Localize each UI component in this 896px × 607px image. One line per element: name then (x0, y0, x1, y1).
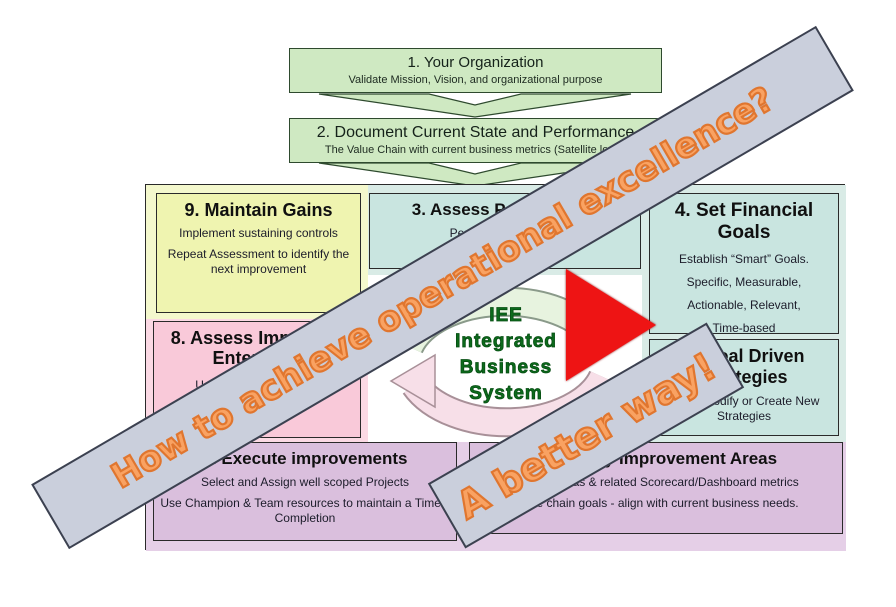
cell-maintain-gains: 9. Maintain Gains Implement sustaining c… (156, 193, 361, 313)
cell-title: 7. Execute improvements (202, 449, 408, 468)
down-arrow-icon (289, 93, 662, 118)
flow-box-title: 2. Document Current State and Performanc… (316, 124, 635, 141)
cell-line: Actionable, Relevant, (687, 298, 801, 312)
cell-identify-improvement-areas: 6. Identify Improvement Areas Identify a… (469, 442, 843, 534)
iee-line: Business (459, 357, 553, 379)
cell-line: Repeat Assessment to identify the next i… (167, 247, 350, 276)
cell-title: 9. Maintain Gains (184, 200, 333, 220)
cell-line: Value chain goals - align with current b… (513, 496, 799, 510)
flow-box-subtitle: The Value Chain with current business me… (324, 144, 627, 156)
flow-box-document-current-state: 2. Document Current State and Performanc… (289, 118, 662, 163)
iee-line: IEE (489, 305, 523, 327)
cell-set-financial-goals: 4. Set Financial Goals Establish “Smart”… (649, 193, 839, 335)
flow-box-subtitle: Validate Mission, Vision, and organizati… (348, 74, 603, 86)
iee-line: System (469, 383, 543, 405)
cell-line: Time-based (712, 321, 776, 335)
cell-line: Use Champion & Team resources to maintai… (160, 496, 450, 525)
iee-system-label: IEE Integrated Business System (369, 303, 643, 407)
cell-line: Establish “Smart” Goals. (678, 252, 810, 266)
flow-box-your-organization: 1. Your Organization Validate Mission, V… (289, 48, 662, 93)
cell-line: Specific, Measurable, (686, 275, 802, 289)
cell-line: Select and Assign well scoped Projects (200, 475, 410, 489)
cell-title: 4. Set Financial Goals (674, 200, 814, 243)
iee-line: Integrated (455, 331, 557, 353)
cell-line: Implement sustaining controls (179, 226, 338, 240)
flow-box-title: 1. Your Organization (407, 54, 544, 71)
